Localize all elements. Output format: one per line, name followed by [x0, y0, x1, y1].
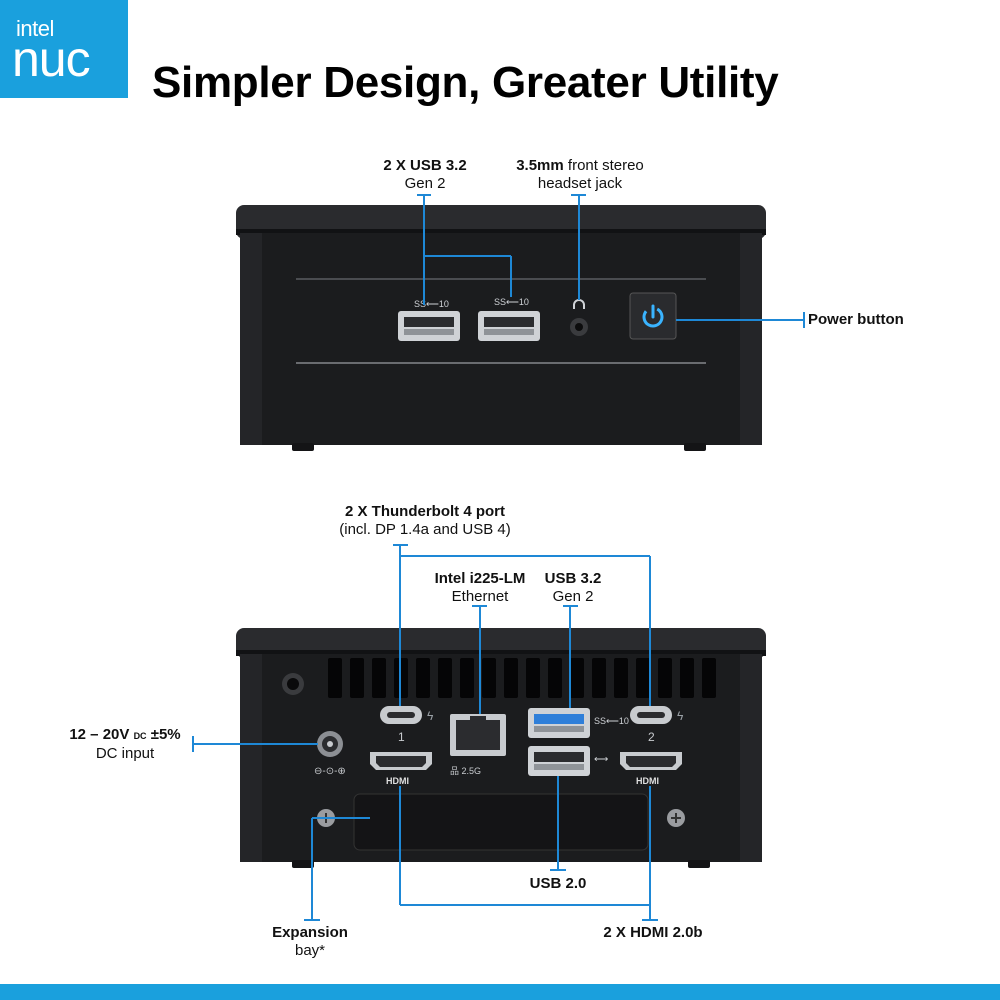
- rear-usb32-port: SS⟵10: [528, 708, 629, 738]
- ethernet-port: 品 2.5G: [450, 714, 506, 776]
- rear-device-illustration: ϟ 1 品 2.5G SS⟵10 ⟷ ϟ 2 HDMI HDMI: [236, 628, 766, 868]
- expansion-bay-label: Expansion bay*: [260, 924, 360, 960]
- front-usb-label-line2: Gen 2: [404, 175, 446, 192]
- ethernet-label: Intel i225-LM Ethernet: [410, 570, 550, 606]
- dc-input-label-line2: DC input: [95, 745, 155, 762]
- front-usb-port-2: [478, 311, 540, 341]
- ss10-icon: SS⟵10: [414, 299, 449, 309]
- thunderbolt-label-line2: (incl. DP 1.4a and USB 4): [339, 521, 511, 538]
- power-button-label-text: Power button: [808, 311, 904, 328]
- rear-usb20-port: ⟷: [528, 746, 608, 776]
- hdmi-logo: HDMI: [636, 776, 659, 786]
- logo-product: nuc: [12, 31, 91, 87]
- headset-icon: [573, 299, 585, 309]
- hdmi-port-1: HDMI: [370, 752, 432, 786]
- power-button: [629, 292, 677, 340]
- hdmi-label: 2 X HDMI 2.0b: [588, 924, 718, 942]
- headset-jack-label-bold: 3.5mm: [516, 157, 564, 174]
- ethernet-label-line1: Intel i225-LM: [434, 570, 526, 587]
- dc-input-label-main: 12 – 20V: [69, 726, 130, 743]
- hdmi-logo: HDMI: [386, 776, 409, 786]
- headset-jack-label-line2: headset jack: [537, 175, 623, 192]
- bottom-accent-bar: [0, 984, 1000, 1000]
- expansion-bay-cover: [353, 793, 649, 851]
- dc-input-label-tol: ±5%: [146, 726, 181, 743]
- intel-nuc-logo: intel nuc: [0, 0, 128, 98]
- ethernet-speed-mark: 品 2.5G: [450, 766, 481, 776]
- usb20-label-text: USB 2.0: [529, 875, 587, 892]
- thunderbolt-icon: ϟ: [677, 709, 684, 723]
- ss10-icon: SS⟵10: [494, 297, 529, 307]
- logo-brand: intel: [16, 16, 54, 41]
- front-usb-label: 2 X USB 3.2 Gen 2: [360, 157, 490, 193]
- expansion-bay-label-line1: Expansion: [272, 924, 348, 941]
- thunderbolt-label-line1: 2 X Thunderbolt 4 port: [345, 503, 505, 520]
- dc-input-label: 12 – 20V DC ±5% DC input: [60, 726, 190, 763]
- page-title: Simpler Design, Greater Utility: [152, 58, 779, 107]
- hdmi-label-text: 2 X HDMI 2.0b: [603, 924, 703, 941]
- hdmi-port-2: HDMI: [620, 752, 682, 786]
- tb2-number: 2: [648, 730, 655, 744]
- dc-input-jack: ⊖-⊙-⊕: [314, 731, 346, 777]
- thunderbolt-port-1: ϟ 1: [380, 706, 434, 744]
- front-usb-label-line1: 2 X USB 3.2: [383, 157, 467, 174]
- front-device-illustration: SS⟵10 SS⟵10: [236, 205, 766, 451]
- usb-icon: ⟷: [594, 754, 608, 765]
- power-button-label: Power button: [808, 311, 904, 329]
- tb1-number: 1: [398, 730, 405, 744]
- headset-jack: [570, 299, 588, 336]
- dc-polarity-icon: ⊖-⊙-⊕: [314, 766, 346, 777]
- dc-input-label-sub: DC: [133, 731, 147, 741]
- expansion-bay-label-line2: bay*: [294, 942, 326, 959]
- thunderbolt-label: 2 X Thunderbolt 4 port (incl. DP 1.4a an…: [300, 503, 550, 539]
- thunderbolt-icon: ϟ: [427, 709, 434, 723]
- ethernet-label-line2: Ethernet: [451, 588, 509, 605]
- headset-jack-label: 3.5mm front stereo headset jack: [480, 157, 680, 193]
- usb32-label-line1: USB 3.2: [544, 570, 602, 587]
- usb32-label-line2: Gen 2: [552, 588, 594, 605]
- headset-jack-label-rest: front stereo: [563, 157, 644, 174]
- usb20-label: USB 2.0: [510, 875, 606, 893]
- thunderbolt-port-2: ϟ 2: [630, 706, 684, 744]
- front-usb-port-1: [398, 311, 460, 341]
- ss10-icon: SS⟵10: [594, 716, 629, 726]
- usb32-label: USB 3.2 Gen 2: [525, 570, 621, 606]
